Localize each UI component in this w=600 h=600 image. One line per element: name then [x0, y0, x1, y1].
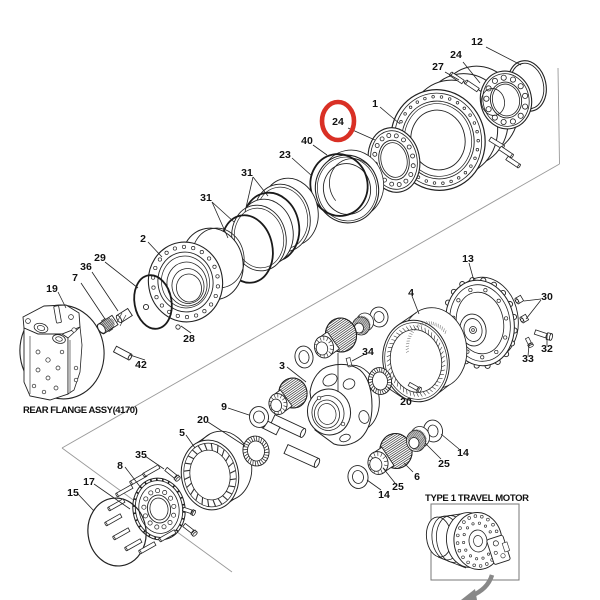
svg-text:30: 30: [541, 291, 553, 303]
svg-text:1: 1: [372, 98, 378, 110]
svg-text:36: 36: [80, 261, 92, 273]
svg-text:27: 27: [432, 61, 444, 73]
svg-text:14: 14: [378, 489, 390, 501]
svg-text:3: 3: [279, 360, 285, 372]
svg-text:19: 19: [46, 283, 58, 295]
svg-text:33: 33: [522, 353, 534, 365]
svg-text:6: 6: [414, 471, 420, 483]
svg-text:9: 9: [221, 401, 227, 413]
svg-text:31: 31: [241, 167, 253, 179]
svg-text:25: 25: [438, 458, 450, 470]
svg-text:35: 35: [135, 449, 147, 461]
svg-text:24: 24: [450, 49, 462, 61]
svg-text:REAR FLANGE ASSY(4170): REAR FLANGE ASSY(4170): [23, 405, 138, 416]
svg-text:23: 23: [279, 149, 291, 161]
svg-text:15: 15: [67, 487, 79, 499]
svg-text:20: 20: [197, 414, 209, 426]
svg-text:31: 31: [200, 192, 212, 204]
svg-text:TYPE 1 TRAVEL MOTOR: TYPE 1 TRAVEL MOTOR: [425, 493, 529, 504]
svg-text:2: 2: [140, 233, 146, 245]
svg-text:25: 25: [392, 481, 404, 493]
svg-text:14: 14: [457, 447, 469, 459]
svg-text:28: 28: [183, 333, 195, 345]
svg-text:32: 32: [541, 343, 553, 355]
svg-text:5: 5: [179, 427, 185, 439]
svg-text:8: 8: [117, 460, 123, 472]
svg-text:20: 20: [400, 396, 412, 408]
svg-text:13: 13: [462, 253, 474, 265]
svg-text:42: 42: [135, 359, 147, 371]
svg-text:7: 7: [72, 272, 78, 284]
svg-text:24: 24: [332, 116, 344, 128]
svg-text:17: 17: [83, 476, 95, 488]
svg-text:12: 12: [471, 36, 483, 48]
svg-text:34: 34: [362, 346, 374, 358]
svg-text:29: 29: [94, 252, 106, 264]
svg-text:4: 4: [408, 287, 414, 299]
svg-text:40: 40: [301, 135, 313, 147]
